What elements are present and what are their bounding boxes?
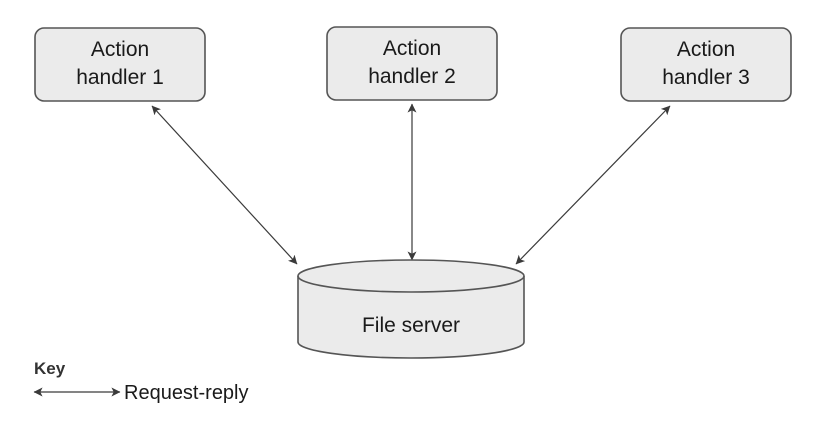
node-action-handler-3: Action handler 3 xyxy=(620,27,792,102)
node-action-handler-3-line1: Action xyxy=(677,38,735,61)
node-action-handler-1: Action handler 1 xyxy=(34,27,206,102)
node-action-handler-1-line1: Action xyxy=(91,38,149,61)
edge-handler-3-file-server xyxy=(515,105,671,265)
edge-handler-1-file-server xyxy=(151,105,298,265)
file-server-cylinder-top xyxy=(297,259,525,293)
node-action-handler-2-line2: handler 2 xyxy=(368,65,456,88)
node-action-handler-2-line1: Action xyxy=(383,37,441,60)
file-server-label: File server xyxy=(362,314,460,337)
node-action-handler-2: Action handler 2 xyxy=(326,26,498,101)
node-action-handler-3-line2: handler 3 xyxy=(662,66,750,89)
legend: Key Request-reply xyxy=(33,359,249,404)
legend-request-reply-label: Request-reply xyxy=(124,382,249,404)
node-file-server: File server xyxy=(297,259,525,359)
node-action-handler-1-line2: handler 1 xyxy=(76,66,164,89)
file-server-cylinder-body xyxy=(297,276,525,359)
legend-title: Key xyxy=(34,359,66,378)
